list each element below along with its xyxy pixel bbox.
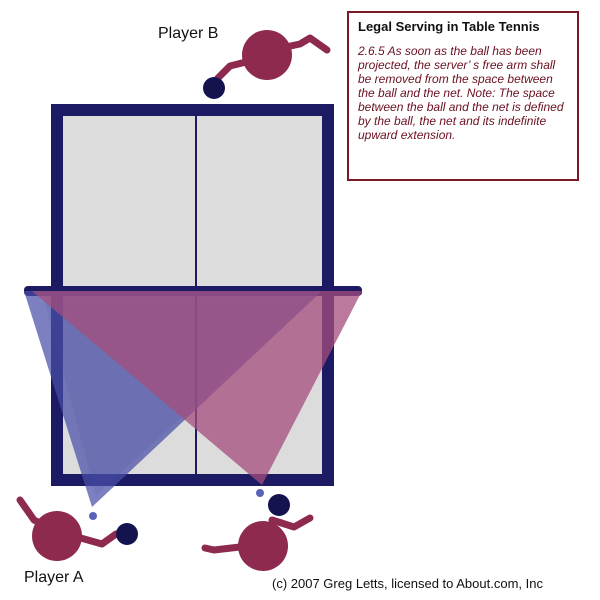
player-a-label: Player A <box>24 569 84 586</box>
player-b-serve-space <box>32 291 362 485</box>
rule-text: 2.6.5 As soon as the ball has been proje… <box>358 44 564 142</box>
player-a-figure <box>16 496 138 561</box>
rule-title: Legal Serving in Table Tennis <box>358 19 540 34</box>
player-b-figure <box>203 30 331 99</box>
server-figure <box>201 489 314 571</box>
player-b-racket <box>203 77 225 99</box>
server-ball <box>256 489 264 497</box>
server-free-arm <box>201 543 244 554</box>
server-racket-arm <box>268 514 314 531</box>
rule-callout-box: Legal Serving in Table Tennis 2.6.5 As s… <box>347 11 579 181</box>
player-b-body <box>242 30 292 80</box>
player-b-label: Player B <box>158 25 219 42</box>
player-a-body <box>32 511 82 561</box>
player-a-ball <box>89 512 97 520</box>
copyright-credit: (c) 2007 Greg Letts, licensed to About.c… <box>272 576 543 591</box>
server-racket <box>268 494 290 516</box>
player-a-racket <box>116 523 138 545</box>
server-body <box>238 521 288 571</box>
